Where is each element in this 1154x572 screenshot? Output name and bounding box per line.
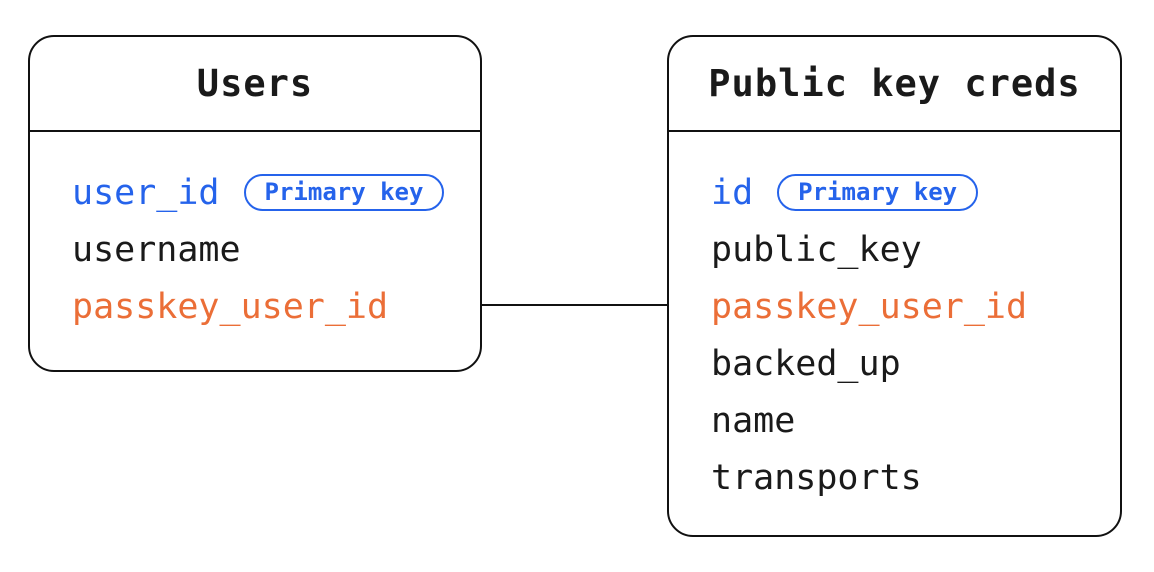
field-passkey-user-id-label: passkey_user_id [711, 286, 1028, 327]
table-users: Users user_id Primary key username passk… [28, 35, 482, 372]
field-transports-label: transports [711, 457, 922, 498]
field-user-id: user_id Primary key [72, 164, 480, 221]
field-id-label: id [711, 172, 754, 213]
field-name: name [711, 392, 1120, 449]
primary-key-badge: Primary key [777, 174, 979, 211]
table-public-key-creds-fields: id Primary key public_key passkey_user_i… [669, 132, 1120, 506]
field-public-key-label: public_key [711, 229, 922, 270]
table-users-title: Users [30, 37, 480, 132]
field-user-id-label: user_id [72, 172, 220, 213]
table-public-key-creds: Public key creds id Primary key public_k… [667, 35, 1122, 537]
field-backed-up: backed_up [711, 335, 1120, 392]
field-passkey-user-id-label: passkey_user_id [72, 286, 389, 327]
field-transports: transports [711, 449, 1120, 506]
field-backed-up-label: backed_up [711, 343, 901, 384]
table-users-fields: user_id Primary key username passkey_use… [30, 132, 480, 335]
field-username-label: username [72, 229, 241, 270]
field-public-key: public_key [711, 221, 1120, 278]
field-name-label: name [711, 400, 796, 441]
table-public-key-creds-title: Public key creds [669, 37, 1120, 132]
field-id: id Primary key [711, 164, 1120, 221]
field-username: username [72, 221, 480, 278]
relationship-line [481, 304, 668, 306]
field-passkey-user-id: passkey_user_id [711, 278, 1120, 335]
primary-key-badge: Primary key [243, 174, 445, 211]
field-passkey-user-id: passkey_user_id [72, 278, 480, 335]
